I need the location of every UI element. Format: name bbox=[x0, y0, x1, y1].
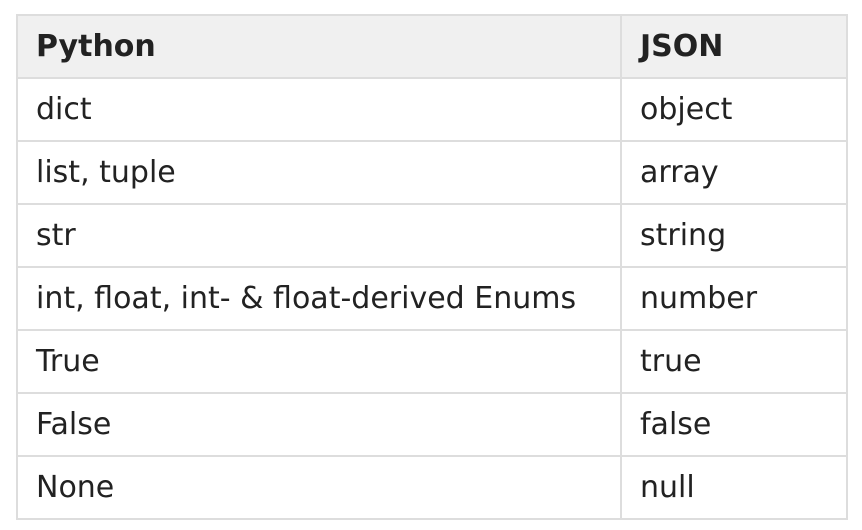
table-row: False false bbox=[16, 392, 848, 457]
cell-python: None bbox=[16, 455, 622, 520]
table-body: dict object list, tuple array str string… bbox=[16, 77, 848, 520]
cell-json: false bbox=[620, 392, 848, 457]
table-row: int, float, int- & float-derived Enums n… bbox=[16, 266, 848, 331]
header-row: Python JSON bbox=[16, 14, 848, 79]
cell-json: true bbox=[620, 329, 848, 394]
cell-json: array bbox=[620, 140, 848, 205]
header-python: Python bbox=[16, 14, 622, 79]
cell-json: object bbox=[620, 77, 848, 142]
python-json-type-table-container: Python JSON dict object list, tuple arra… bbox=[16, 14, 848, 520]
table-header: Python JSON bbox=[16, 14, 848, 79]
cell-python: list, tuple bbox=[16, 140, 622, 205]
table-row: list, tuple array bbox=[16, 140, 848, 205]
cell-python: True bbox=[16, 329, 622, 394]
cell-json: string bbox=[620, 203, 848, 268]
table-row: dict object bbox=[16, 77, 848, 142]
cell-json: number bbox=[620, 266, 848, 331]
table-row: True true bbox=[16, 329, 848, 394]
python-json-type-table: Python JSON dict object list, tuple arra… bbox=[16, 14, 848, 520]
cell-python: False bbox=[16, 392, 622, 457]
header-json: JSON bbox=[620, 14, 848, 79]
cell-json: null bbox=[620, 455, 848, 520]
cell-python: int, float, int- & float-derived Enums bbox=[16, 266, 622, 331]
cell-python: str bbox=[16, 203, 622, 268]
table-row: None null bbox=[16, 455, 848, 520]
table-row: str string bbox=[16, 203, 848, 268]
cell-python: dict bbox=[16, 77, 622, 142]
